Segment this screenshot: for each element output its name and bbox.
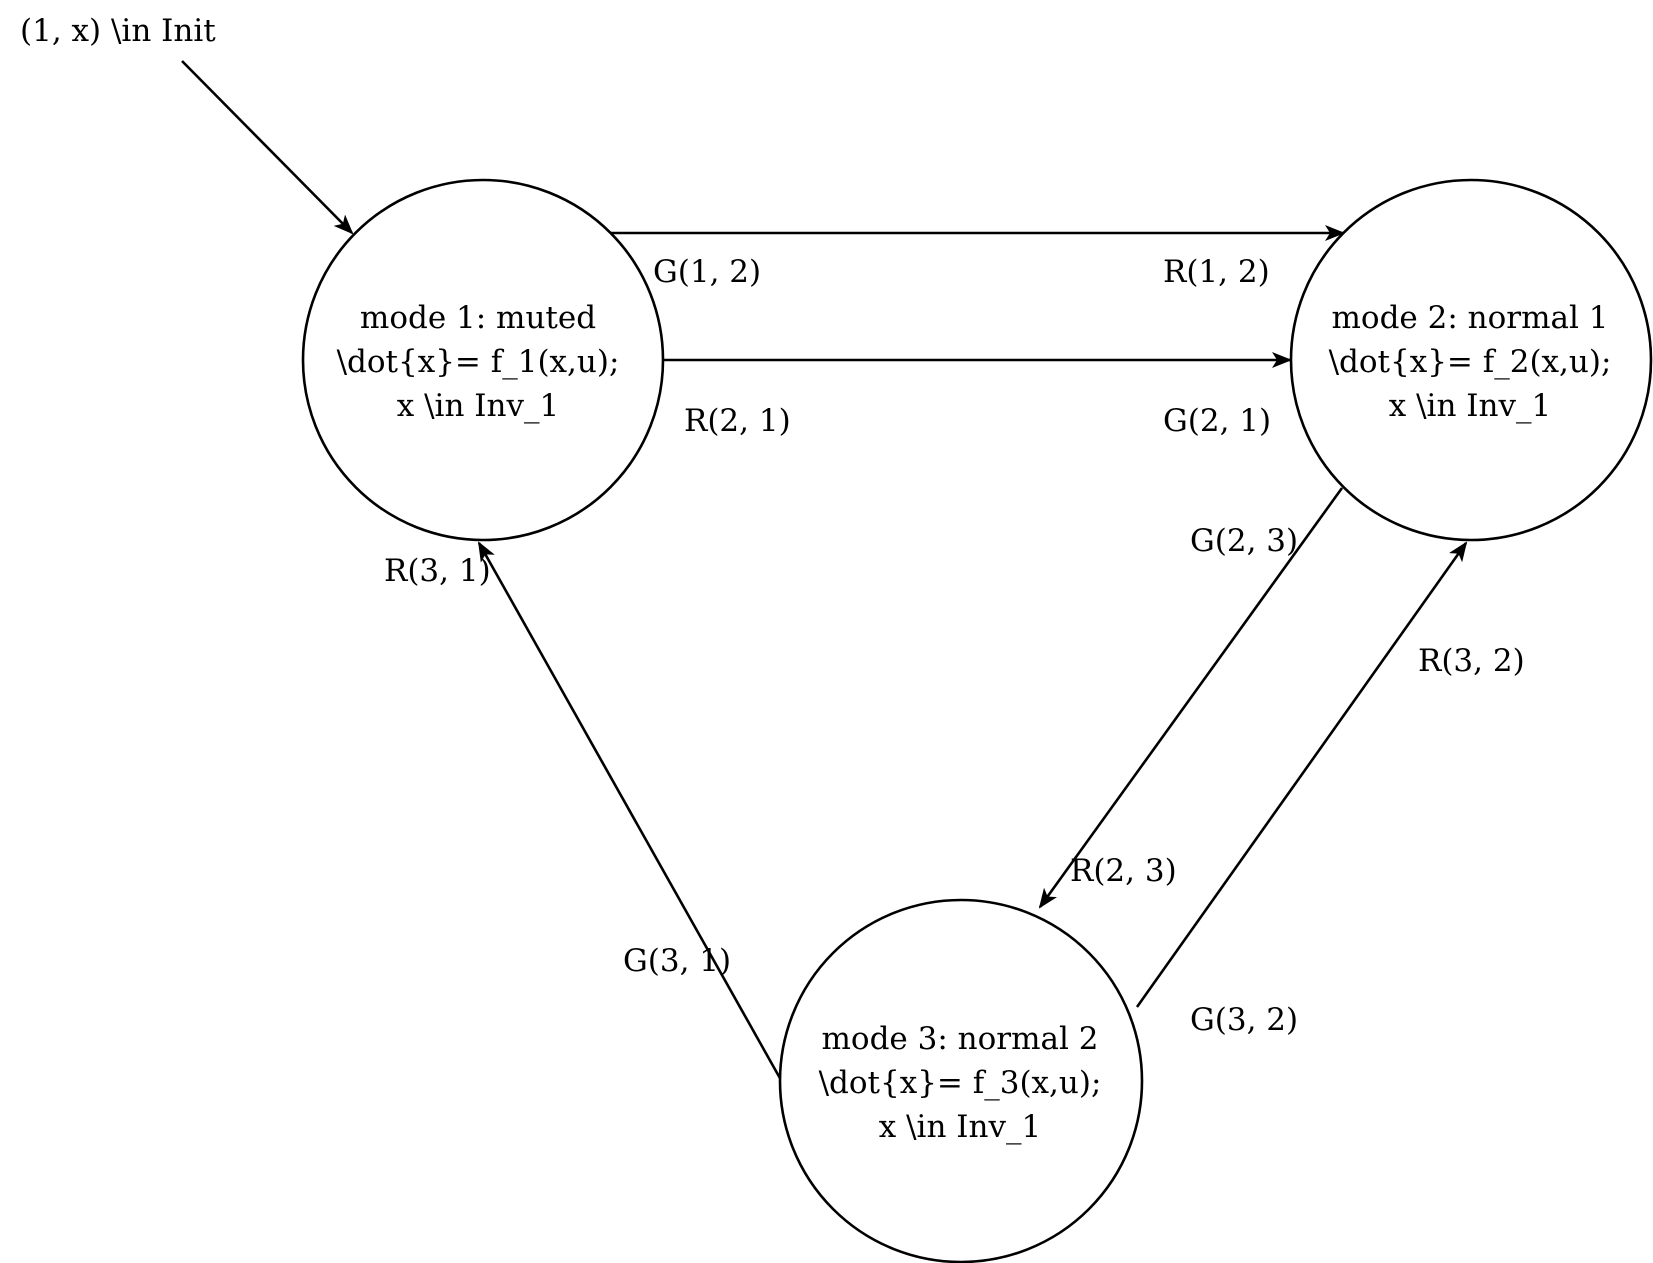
mode-2-title: mode 2: normal 1	[1332, 300, 1609, 336]
mode-1-invariant: x \in Inv_1	[397, 388, 559, 424]
mode-3-dynamics: \dot{x}= f_3(x,u);	[819, 1065, 1102, 1101]
mode-3-invariant: x \in Inv_1	[879, 1109, 1041, 1145]
edge-mode3-to-mode2	[1135, 541, 1468, 1008]
reset-2-3-label: R(2, 3)	[1070, 853, 1177, 889]
edge-mode2-to-mode3	[1038, 487, 1344, 909]
mode-2-invariant: x \in Inv_1	[1389, 388, 1551, 424]
mode-3-title: mode 3: normal 2	[822, 1021, 1099, 1057]
mode-2-node: mode 2: normal 1 \dot{x}= f_2(x,u); x \i…	[1289, 178, 1653, 542]
initial-label: (1, x) \in Init	[20, 13, 216, 49]
mode-3-circle	[778, 898, 1144, 1263]
mode-1-circle	[301, 178, 665, 542]
reset-3-1-label: R(3, 1)	[384, 553, 491, 589]
guard-2-1-label: G(2, 1)	[1163, 403, 1271, 439]
initial-arrow	[181, 60, 354, 235]
mode-3-node: mode 3: normal 2 \dot{x}= f_3(x,u); x \i…	[778, 898, 1144, 1263]
reset-3-2-label: R(3, 2)	[1418, 643, 1525, 679]
guard-2-3-label: G(2, 3)	[1190, 523, 1298, 559]
mode-2-dynamics: \dot{x}= f_2(x,u);	[1329, 344, 1612, 380]
reset-1-2-label: R(1, 2)	[1163, 254, 1270, 290]
edge-mode3-to-mode1	[477, 541, 783, 1081]
mode-1-title: mode 1: muted	[360, 300, 596, 336]
mode-2-circle	[1289, 178, 1653, 542]
guard-1-2-label: G(1, 2)	[653, 254, 761, 290]
reset-2-1-label: R(2, 1)	[684, 403, 791, 439]
mode-1-dynamics: \dot{x}= f_1(x,u);	[337, 344, 620, 380]
mode-1-node: mode 1: muted \dot{x}= f_1(x,u); x \in I…	[301, 178, 665, 542]
guard-3-1-label: G(3, 1)	[623, 943, 731, 979]
guard-3-2-label: G(3, 2)	[1190, 1002, 1298, 1038]
